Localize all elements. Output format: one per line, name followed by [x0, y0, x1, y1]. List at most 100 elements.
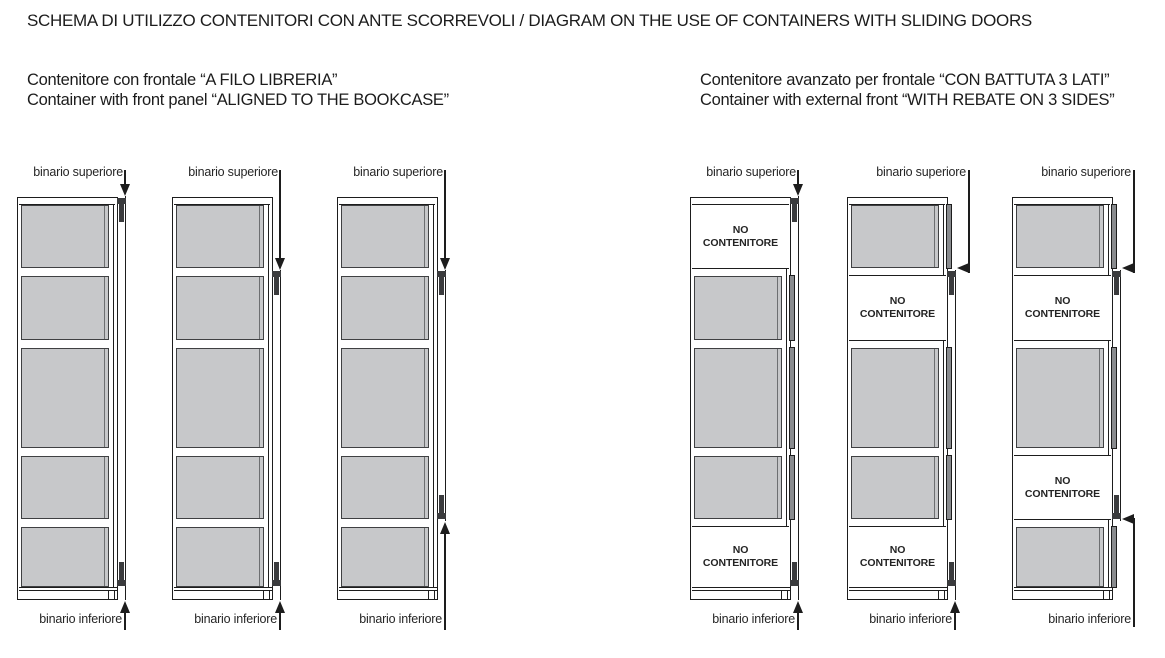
panel-front-edge-line — [424, 457, 425, 518]
bottom-arrow-line — [797, 613, 799, 630]
protruding-door-strip — [789, 455, 795, 520]
protruding-door-strip — [1111, 526, 1117, 588]
panel-front-edge-line — [777, 277, 778, 339]
top-arrow-line — [1133, 170, 1135, 273]
container-panel — [176, 527, 264, 587]
cabinet-inner-wall-line — [786, 204, 787, 587]
cabinet-inner-wall-line — [268, 204, 269, 587]
plinth-inner-line — [1013, 590, 1112, 591]
top-rail-label: binario superiore — [706, 165, 796, 179]
plinth-base — [691, 587, 790, 599]
no-container-label-line1: NO — [889, 295, 906, 307]
panel-front-edge-line — [104, 349, 105, 447]
page-title: SCHEMA DI UTILIZZO CONTENITORI CON ANTE … — [27, 11, 1032, 30]
cabinet-top-frame-line — [339, 204, 435, 205]
arrow-up-icon — [439, 522, 450, 534]
cabinet-inner-wall-line — [433, 204, 434, 587]
panel-front-edge-line — [777, 457, 778, 518]
slider-hook — [274, 271, 279, 295]
no-container-label-line1: NO — [732, 223, 749, 236]
panel-front-edge-line — [1099, 349, 1100, 447]
container-panel — [21, 205, 109, 268]
container-panel — [1016, 348, 1104, 448]
top-rail-label: binario superiore — [876, 165, 966, 179]
top-rail-label: binario superiore — [1041, 165, 1131, 179]
no-container-label-line2: CONTENITORE — [702, 236, 779, 249]
no-container-label-line2: CONTENITORE — [702, 557, 779, 569]
slider-hook-cap — [1112, 513, 1121, 519]
panel-front-edge-line — [104, 457, 105, 518]
cabinet-inner-wall-line — [943, 204, 944, 587]
arrow-up-icon — [274, 601, 285, 613]
arrow-left-icon — [957, 263, 969, 273]
container-panel — [694, 348, 782, 448]
arrow-left-icon — [1122, 263, 1134, 273]
container-panel — [21, 348, 109, 448]
top-arrow-line — [444, 170, 446, 258]
bottom-rail-label: binario inferiore — [194, 612, 277, 626]
bottom-arrow-line — [124, 613, 126, 630]
bottom-rail-label: binario inferiore — [1048, 612, 1131, 626]
slider-hook — [119, 562, 124, 586]
slider-hook — [949, 562, 954, 586]
slider-hook-cap — [947, 580, 956, 586]
section-heading-line-en: Container with external front “WITH REBA… — [700, 90, 1115, 109]
container-panel — [851, 348, 939, 448]
door-rail-line — [954, 270, 956, 600]
protruding-door-strip — [1111, 204, 1117, 269]
top-rail-label: binario superiore — [188, 165, 278, 179]
slider-hook-cap — [117, 580, 126, 586]
panel-front-edge-line — [1099, 206, 1100, 267]
bottom-arrow-line — [1133, 518, 1135, 627]
panel-front-edge-line — [104, 206, 105, 267]
top-rail-label: binario superiore — [353, 165, 443, 179]
bottom-rail-label: binario inferiore — [359, 612, 442, 626]
top-rail-label: binario superiore — [33, 165, 123, 179]
panel-front-edge-line — [934, 206, 935, 267]
cabinet-inner-wall-line — [1108, 204, 1109, 587]
container-panel — [341, 276, 429, 340]
slider-hook — [792, 198, 797, 222]
slider-hook — [274, 562, 279, 586]
arrow-left-icon — [1122, 514, 1134, 524]
slider-hook-cap — [437, 513, 446, 519]
panel-front-edge-line — [424, 206, 425, 267]
plinth-inner-line — [173, 590, 272, 591]
slider-hook-cap — [272, 271, 281, 277]
container-panel — [176, 348, 264, 448]
container-panel — [341, 205, 429, 268]
panel-front-edge-line — [259, 349, 260, 447]
section-heading-rebate-front: Contenitore avanzato per frontale “CON B… — [700, 71, 1115, 110]
panel-front-edge-line — [259, 206, 260, 267]
slider-hook — [439, 271, 444, 295]
slider-hook — [792, 562, 797, 586]
slider-hook-cap — [790, 580, 799, 586]
section-heading-line-it: Contenitore con frontale “A FILO LIBRERI… — [27, 71, 338, 89]
slider-hook — [439, 495, 444, 519]
container-panel — [176, 205, 264, 268]
bottom-rail-label: binario inferiore — [869, 612, 952, 626]
plinth-foot — [780, 591, 788, 599]
no-container-label-line1: NO — [889, 544, 906, 556]
section-heading-line-en: Container with front panel “ALIGNED TO T… — [27, 90, 449, 109]
protruding-door-strip — [946, 455, 952, 520]
arrow-down-icon — [792, 184, 803, 196]
arrow-up-icon — [119, 601, 130, 613]
top-arrow-line — [124, 170, 126, 184]
plinth-foot — [427, 591, 435, 599]
no-container-label-line2: CONTENITORE — [859, 308, 936, 320]
container-panel — [21, 456, 109, 519]
panel-front-edge-line — [424, 277, 425, 339]
slider-hook — [1114, 271, 1119, 295]
cabinet-top-frame-line — [849, 204, 945, 205]
panel-front-edge-line — [259, 528, 260, 586]
section-heading-flush-front: Contenitore con frontale “A FILO LIBRERI… — [27, 71, 449, 110]
